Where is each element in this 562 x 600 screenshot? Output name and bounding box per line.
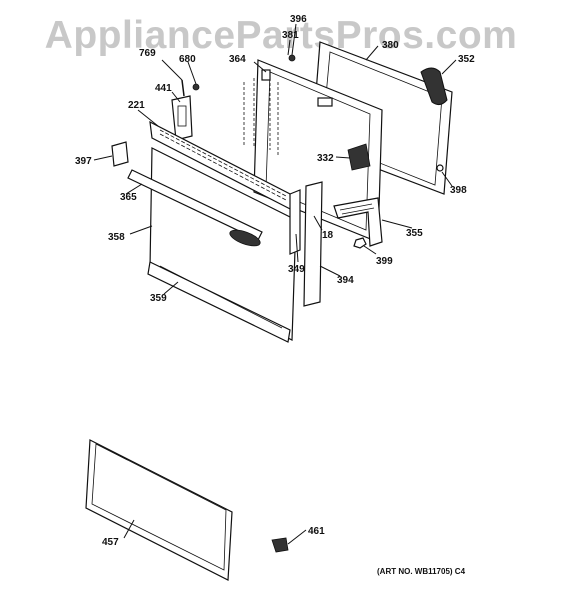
label-461: 461 [308, 526, 325, 537]
screw-398 [436, 164, 444, 172]
door-bottom-trim [147, 261, 291, 343]
door-gasket [420, 67, 448, 106]
hinge-bracket-355 [333, 197, 383, 247]
screw-769 [181, 79, 185, 97]
label-380: 380 [382, 40, 399, 51]
label-394: 394 [337, 275, 354, 286]
outer-door-panel [127, 147, 297, 341]
side-trim-349 [289, 189, 301, 255]
label-221: 221 [128, 100, 145, 111]
label-396: 396 [290, 14, 307, 25]
label-365: 365 [120, 192, 137, 203]
hex-nut [353, 237, 367, 249]
label-398: 398 [450, 185, 467, 196]
label-397: 397 [75, 156, 92, 167]
art-number: (ART NO. WB11705) C4 [377, 567, 466, 576]
label-680: 680 [179, 54, 196, 65]
trim-397 [111, 141, 129, 167]
bracket-441 [171, 95, 193, 141]
label-441: 441 [155, 83, 172, 94]
storage-drawer-panel [85, 439, 233, 581]
part-labels: 396 381 380 769 680 364 352 441 221 332 … [75, 14, 475, 576]
label-18: 18 [322, 230, 334, 241]
label-364: 364 [229, 54, 246, 65]
door-hinge-332 [347, 143, 371, 171]
label-381: 381 [282, 30, 299, 41]
screw-396 [288, 54, 296, 62]
label-349: 349 [288, 264, 305, 275]
label-332: 332 [317, 153, 334, 164]
label-769: 769 [139, 48, 156, 59]
leader-lines [93, 23, 457, 545]
clip-461 [271, 537, 289, 553]
watermark: AppliancePartsPros.com [44, 14, 518, 57]
label-457: 457 [102, 537, 119, 548]
label-355: 355 [406, 228, 423, 239]
side-trim-394 [303, 181, 323, 307]
label-358: 358 [108, 232, 125, 243]
screw-680 [192, 83, 200, 91]
label-359: 359 [150, 293, 167, 304]
label-352: 352 [458, 54, 475, 65]
label-399: 399 [376, 256, 393, 267]
